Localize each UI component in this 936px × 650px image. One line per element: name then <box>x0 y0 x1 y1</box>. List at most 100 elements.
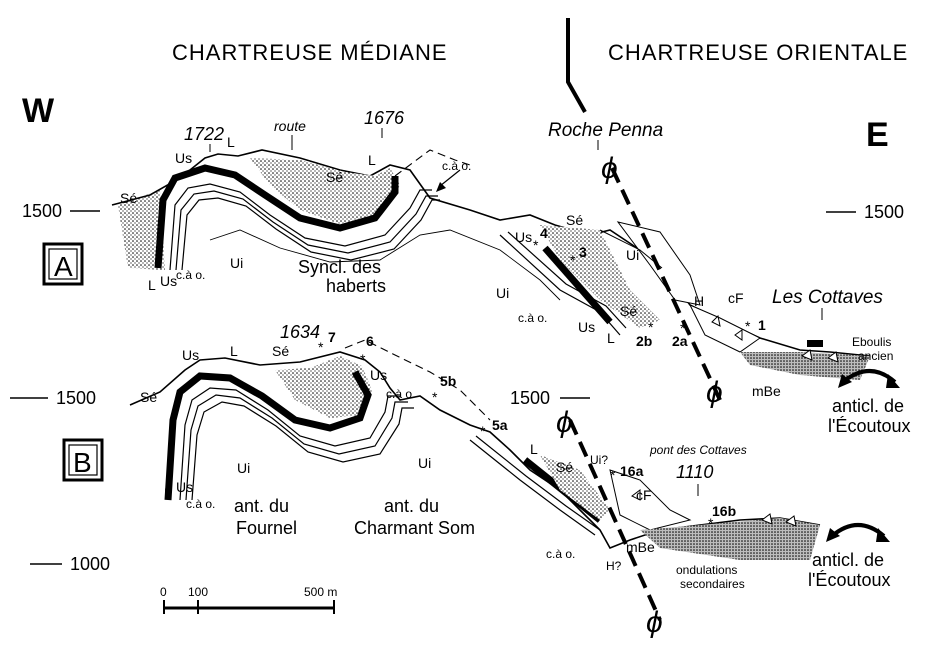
section-a-elev-right: 1500 <box>864 202 904 222</box>
svg-text:Ui: Ui <box>626 247 639 263</box>
a-syncline-label-1: Syncl. des <box>298 257 381 277</box>
svg-text:5a: 5a <box>492 417 508 433</box>
b-ant-charmant-1: ant. du <box>384 496 439 516</box>
svg-text:c.à o.: c.à o. <box>442 159 471 173</box>
b-fault <box>568 419 662 621</box>
b-ant-charmant-2: Charmant Som <box>354 518 475 538</box>
svg-text:500 m: 500 m <box>304 585 337 599</box>
svg-text:mBe: mBe <box>626 539 655 555</box>
svg-text:L: L <box>530 441 538 457</box>
svg-text:L: L <box>230 343 238 359</box>
b-anticline-label-1: anticl. de <box>812 550 884 570</box>
svg-text:2a: 2a <box>672 333 688 349</box>
section-a-tag: A <box>54 251 73 282</box>
svg-text:c.à o.: c.à o. <box>176 268 205 282</box>
section-b: 1500 1500 1000 B ϕ ϕ <box>10 322 891 639</box>
svg-text:Eboulis: Eboulis <box>852 335 891 349</box>
svg-text:6: 6 <box>366 333 374 349</box>
svg-text:*: * <box>318 339 324 355</box>
svg-text:ϕ: ϕ <box>556 406 573 439</box>
svg-text:c.à o.: c.à o. <box>386 387 415 401</box>
svg-text:L: L <box>227 134 235 150</box>
svg-text:Us: Us <box>515 229 532 245</box>
b-pont-des-cottaves: pont des Cottaves <box>649 443 747 457</box>
svg-text:Us: Us <box>182 347 199 363</box>
a-roche-penna: Roche Penna <box>548 120 663 141</box>
b-ant-fournel-1: ant. du <box>234 496 289 516</box>
a-topography <box>111 149 871 357</box>
svg-text:100: 100 <box>188 585 208 599</box>
svg-text:Ui?: Ui? <box>590 453 608 467</box>
svg-text:L: L <box>368 152 376 168</box>
b-ant-fournel-2: Fournel <box>236 518 297 538</box>
a-peak-1722: 1722 <box>184 124 224 144</box>
svg-text:Sé: Sé <box>140 389 157 405</box>
svg-text:*: * <box>745 318 751 334</box>
svg-text:Us: Us <box>175 150 192 166</box>
svg-text:Us: Us <box>370 367 387 383</box>
svg-text:H?: H? <box>606 559 622 573</box>
svg-text:1: 1 <box>758 317 766 333</box>
svg-text:ϕ: ϕ <box>646 606 663 639</box>
boundary-line <box>566 18 587 113</box>
b-topography <box>129 351 821 550</box>
svg-text:Ui: Ui <box>230 255 243 271</box>
svg-text:ondulations: ondulations <box>676 563 737 577</box>
svg-text:2b: 2b <box>636 333 652 349</box>
svg-text:Ui: Ui <box>237 460 250 476</box>
svg-text:Us: Us <box>578 319 595 335</box>
section-a: 1500 1500 A <box>22 108 911 436</box>
svg-text:Ui: Ui <box>496 285 509 301</box>
a-fault-roche-penna <box>610 167 722 401</box>
b-peak-1634: 1634 <box>280 322 320 342</box>
a-anticline-label-2: l'Écoutoux <box>828 416 911 436</box>
a-bed-l <box>154 164 399 269</box>
b-anticline-arrow <box>830 523 886 538</box>
title-chartreuse-mediane: CHARTREUSE MÉDIANE <box>172 40 448 65</box>
west-label: W <box>22 92 55 130</box>
svg-text:*: * <box>708 515 714 531</box>
east-label: E <box>866 116 889 154</box>
svg-text:4: 4 <box>540 225 548 241</box>
svg-text:Sé: Sé <box>566 212 583 228</box>
svg-text:*: * <box>648 319 654 335</box>
svg-text:*: * <box>680 320 686 336</box>
section-b-tag: B <box>73 447 92 478</box>
svg-text:5b: 5b <box>440 373 456 389</box>
svg-text:L: L <box>607 330 615 346</box>
section-b-elev-1000: 1000 <box>70 554 110 574</box>
svg-text:0: 0 <box>160 585 167 599</box>
svg-text:*: * <box>570 252 576 268</box>
svg-text:16a: 16a <box>620 463 644 479</box>
svg-text:secondaires: secondaires <box>680 577 745 591</box>
svg-text:c.à o.: c.à o. <box>546 547 575 561</box>
section-b-elev-1500-left: 1500 <box>56 388 96 408</box>
svg-text:3: 3 <box>579 244 587 260</box>
svg-text:*: * <box>480 423 486 439</box>
svg-text:Sé: Sé <box>272 343 289 359</box>
svg-text:*: * <box>533 237 539 253</box>
a-syncline-label-2: haberts <box>326 276 386 296</box>
a-anticline-label-1: anticl. de <box>832 396 904 416</box>
a-left-limb <box>118 190 165 270</box>
svg-text:Sé: Sé <box>620 303 637 319</box>
svg-text:Sé: Sé <box>556 459 573 475</box>
svg-text:Us: Us <box>176 479 193 495</box>
svg-text:mBe: mBe <box>752 383 781 399</box>
a-route: route <box>274 118 306 134</box>
svg-text:cF: cF <box>728 290 744 306</box>
svg-text:Ui: Ui <box>418 455 431 471</box>
svg-text:7: 7 <box>328 329 336 345</box>
svg-text:c.à o.: c.à o. <box>518 311 547 325</box>
b-bed-l <box>164 370 372 501</box>
svg-text:*: * <box>610 467 616 483</box>
title-chartreuse-orientale: CHARTREUSE ORIENTALE <box>608 40 908 65</box>
b-peak-1110: 1110 <box>676 462 713 482</box>
svg-text:ϕ: ϕ <box>706 376 723 409</box>
b-anticline-label-2: l'Écoutoux <box>808 570 891 590</box>
svg-text:*: * <box>360 351 366 367</box>
svg-text:L: L <box>148 277 156 293</box>
svg-text:*: * <box>432 389 438 405</box>
a-peak-1676: 1676 <box>364 108 405 128</box>
